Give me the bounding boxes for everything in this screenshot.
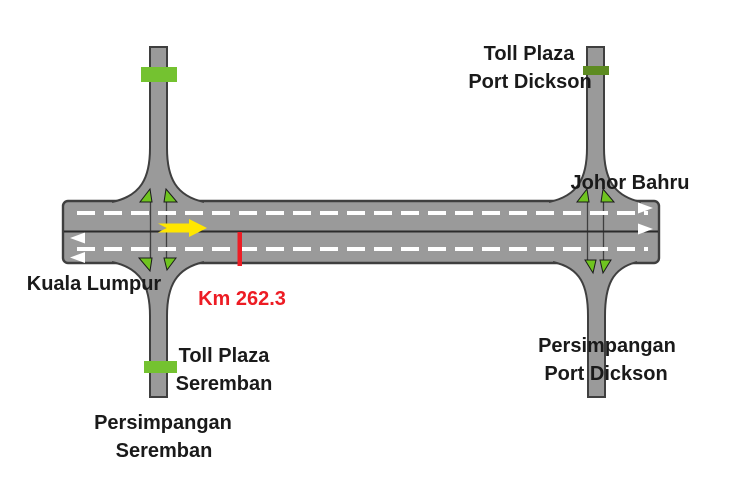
gore-triangle bbox=[584, 259, 597, 275]
toll-plaza-port-dickson-label-line1: Toll Plaza bbox=[484, 43, 576, 65]
diagram-labels: Toll Plaza Port Dickson Johor Bahru Kual… bbox=[27, 43, 690, 462]
gore-triangle bbox=[163, 257, 177, 272]
travel-direction-arrow-icon bbox=[158, 219, 207, 237]
km-marker-label: Km 262.3 bbox=[198, 288, 286, 310]
port-dickson-south-ramp bbox=[553, 259, 637, 397]
toll-plaza-port-dickson-label-line2: Port Dickson bbox=[468, 71, 591, 93]
lane-markings bbox=[77, 211, 648, 251]
toll-plaza-bar-seremban-south bbox=[144, 361, 177, 373]
persimpangan-port-dickson-label-line1: Persimpangan bbox=[538, 335, 676, 357]
gore-triangle bbox=[599, 259, 612, 275]
port-dickson-south-ramp-outline bbox=[552, 261, 638, 398]
seremban-south-ramp-outline bbox=[111, 261, 205, 398]
gore-triangle bbox=[575, 187, 590, 203]
port-dickson-north-ramp-outline bbox=[548, 46, 642, 203]
seremban-north-ramp bbox=[112, 47, 204, 205]
johor-bahru-label: Johor Bahru bbox=[571, 172, 690, 194]
km-marker-tick bbox=[237, 232, 242, 266]
gore-triangle bbox=[137, 257, 153, 273]
eastbound-arrow-icon bbox=[638, 223, 653, 235]
eastbound-arrow-icon bbox=[638, 202, 653, 214]
westbound-arrow-icon bbox=[70, 232, 85, 244]
lane-direction-arrows bbox=[70, 202, 653, 263]
toll-plaza-seremban-label-line2: Seremban bbox=[176, 373, 273, 395]
gore-triangle bbox=[163, 187, 179, 203]
kuala-lumpur-label: Kuala Lumpur bbox=[27, 273, 162, 295]
gore-triangles bbox=[137, 187, 616, 275]
persimpangan-port-dickson-label-line2: Port Dickson bbox=[544, 363, 667, 385]
gore-triangle bbox=[138, 187, 153, 203]
road-network bbox=[61, 46, 661, 398]
seremban-south-ramp bbox=[112, 259, 204, 397]
toll-plaza-bar-seremban-north bbox=[141, 67, 177, 82]
persimpangan-seremban-label-line2: Seremban bbox=[116, 440, 213, 462]
westbound-arrow-icon bbox=[70, 252, 85, 263]
gore-triangle bbox=[600, 187, 616, 203]
toll-plaza-bar-port-dickson bbox=[583, 66, 609, 75]
port-dickson-north-ramp bbox=[549, 47, 641, 205]
persimpangan-seremban-label-line1: Persimpangan bbox=[94, 412, 232, 434]
seremban-north-ramp-outline bbox=[111, 46, 205, 203]
toll-plaza-seremban-label-line1: Toll Plaza bbox=[179, 345, 271, 367]
